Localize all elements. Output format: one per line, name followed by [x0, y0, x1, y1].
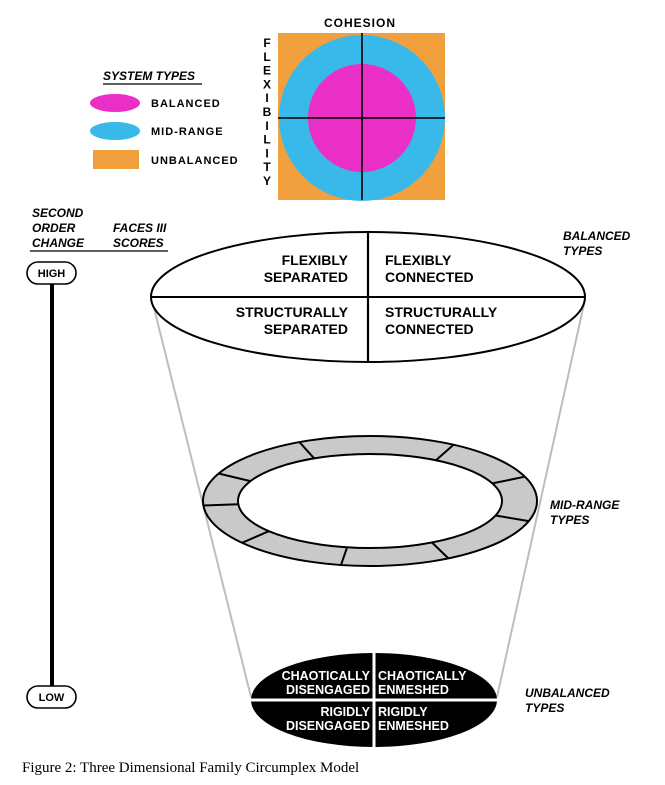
flexibility-letter: L: [263, 50, 270, 64]
figure-caption: Figure 2: Three Dimensional Family Circu…: [22, 760, 360, 776]
axis-col1-line3: CHANGE: [32, 236, 85, 250]
legend-title: SYSTEM TYPES: [103, 69, 195, 83]
axis-col1-line2: ORDER: [32, 221, 76, 235]
rigidly-enmeshed-l2: ENMESHED: [378, 719, 449, 733]
flexibility-letter: F: [263, 36, 270, 50]
structurally-connected-l1: STRUCTURALLY: [385, 304, 498, 320]
type-labels: BALANCED TYPES MID-RANGE TYPES UNBALANCE…: [525, 229, 631, 715]
ring-divider: [203, 503, 239, 507]
axis-col2-line2: SCORES: [113, 236, 164, 250]
flexibility-letter: B: [263, 105, 272, 119]
ring-divider: [435, 443, 455, 462]
low-pill: [26, 685, 77, 709]
ring-divider: [492, 475, 526, 485]
legend: SYSTEM TYPES BALANCED MID-RANGE UNBALANC…: [90, 69, 239, 169]
rigidly-disengaged-l1: RIGIDLY: [320, 705, 370, 719]
cone-left-edge: [152, 303, 252, 698]
flexibly-separated-l2: SEPARATED: [264, 269, 348, 285]
high-pill: [26, 261, 77, 285]
unbalanced-ellipse: CHAOTICALLY DISENGAGED CHAOTICALLY ENMES…: [250, 652, 498, 748]
flexibility-letter: Y: [263, 174, 271, 188]
unbalanced-types-l1: UNBALANCED: [525, 686, 610, 700]
legend-label-midrange: MID-RANGE: [151, 126, 224, 138]
chaotically-disengaged-l1: CHAOTICALLY: [282, 669, 371, 683]
ring-divider: [298, 441, 315, 460]
flexibility-letter: X: [263, 77, 271, 91]
flexibility-letter: L: [263, 133, 270, 147]
legend-label-balanced: BALANCED: [151, 98, 221, 110]
legend-label-unbalanced: UNBALANCED: [151, 155, 239, 167]
flexibly-connected-l2: CONNECTED: [385, 269, 474, 285]
balanced-types-l1: BALANCED: [563, 229, 631, 243]
midrange-types-l2: TYPES: [550, 513, 589, 527]
cone-right-edge: [496, 303, 585, 698]
legend-swatch-unbalanced: [93, 150, 139, 169]
structurally-connected-l2: CONNECTED: [385, 321, 474, 337]
legend-swatch-midrange: [90, 122, 140, 140]
rigidly-disengaged-l2: DISENGAGED: [286, 719, 370, 733]
flexibility-letter: E: [263, 64, 271, 78]
chaotically-enmeshed-l2: ENMESHED: [378, 683, 449, 697]
structurally-separated-l1: STRUCTURALLY: [236, 304, 349, 320]
flexibility-letter: I: [265, 119, 268, 133]
low-label: LOW: [39, 692, 65, 704]
flexibility-letter: T: [263, 160, 271, 174]
ring-divider: [431, 541, 450, 560]
chaotically-enmeshed-l1: CHAOTICALLY: [378, 669, 467, 683]
ring-divider: [218, 472, 251, 483]
high-label: HIGH: [38, 268, 66, 280]
ring-divider: [241, 530, 270, 544]
axis-col2-line1: FACES III: [113, 221, 167, 235]
unbalanced-types-l2: TYPES: [525, 701, 564, 715]
flexibly-separated-l1: FLEXIBLY: [282, 252, 349, 268]
flexibly-connected-l1: FLEXIBLY: [385, 252, 452, 268]
midrange-ring-dividers: [203, 441, 529, 566]
midrange-ring: [202, 435, 538, 567]
balanced-ellipse: FLEXIBLY SEPARATED FLEXIBLY CONNECTED ST…: [150, 231, 586, 363]
structurally-separated-l2: SEPARATED: [264, 321, 348, 337]
midrange-ring-inner: [237, 453, 503, 549]
flexibility-letter: I: [265, 146, 268, 160]
cohesion-label: COHESION: [324, 16, 396, 30]
midrange-types-l1: MID-RANGE: [550, 498, 620, 512]
axis-col1-line1: SECOND: [32, 206, 84, 220]
ring-divider: [495, 514, 529, 523]
rigidly-enmeshed-l1: RIGIDLY: [378, 705, 428, 719]
legend-swatch-balanced: [90, 94, 140, 112]
balanced-types-l2: TYPES: [563, 244, 602, 258]
chaotically-disengaged-l2: DISENGAGED: [286, 683, 370, 697]
second-order-change-axis: SECOND ORDER CHANGE FACES III SCORES HIG…: [26, 206, 168, 709]
flexibility-letter: I: [265, 91, 268, 105]
ring-divider: [340, 546, 349, 566]
